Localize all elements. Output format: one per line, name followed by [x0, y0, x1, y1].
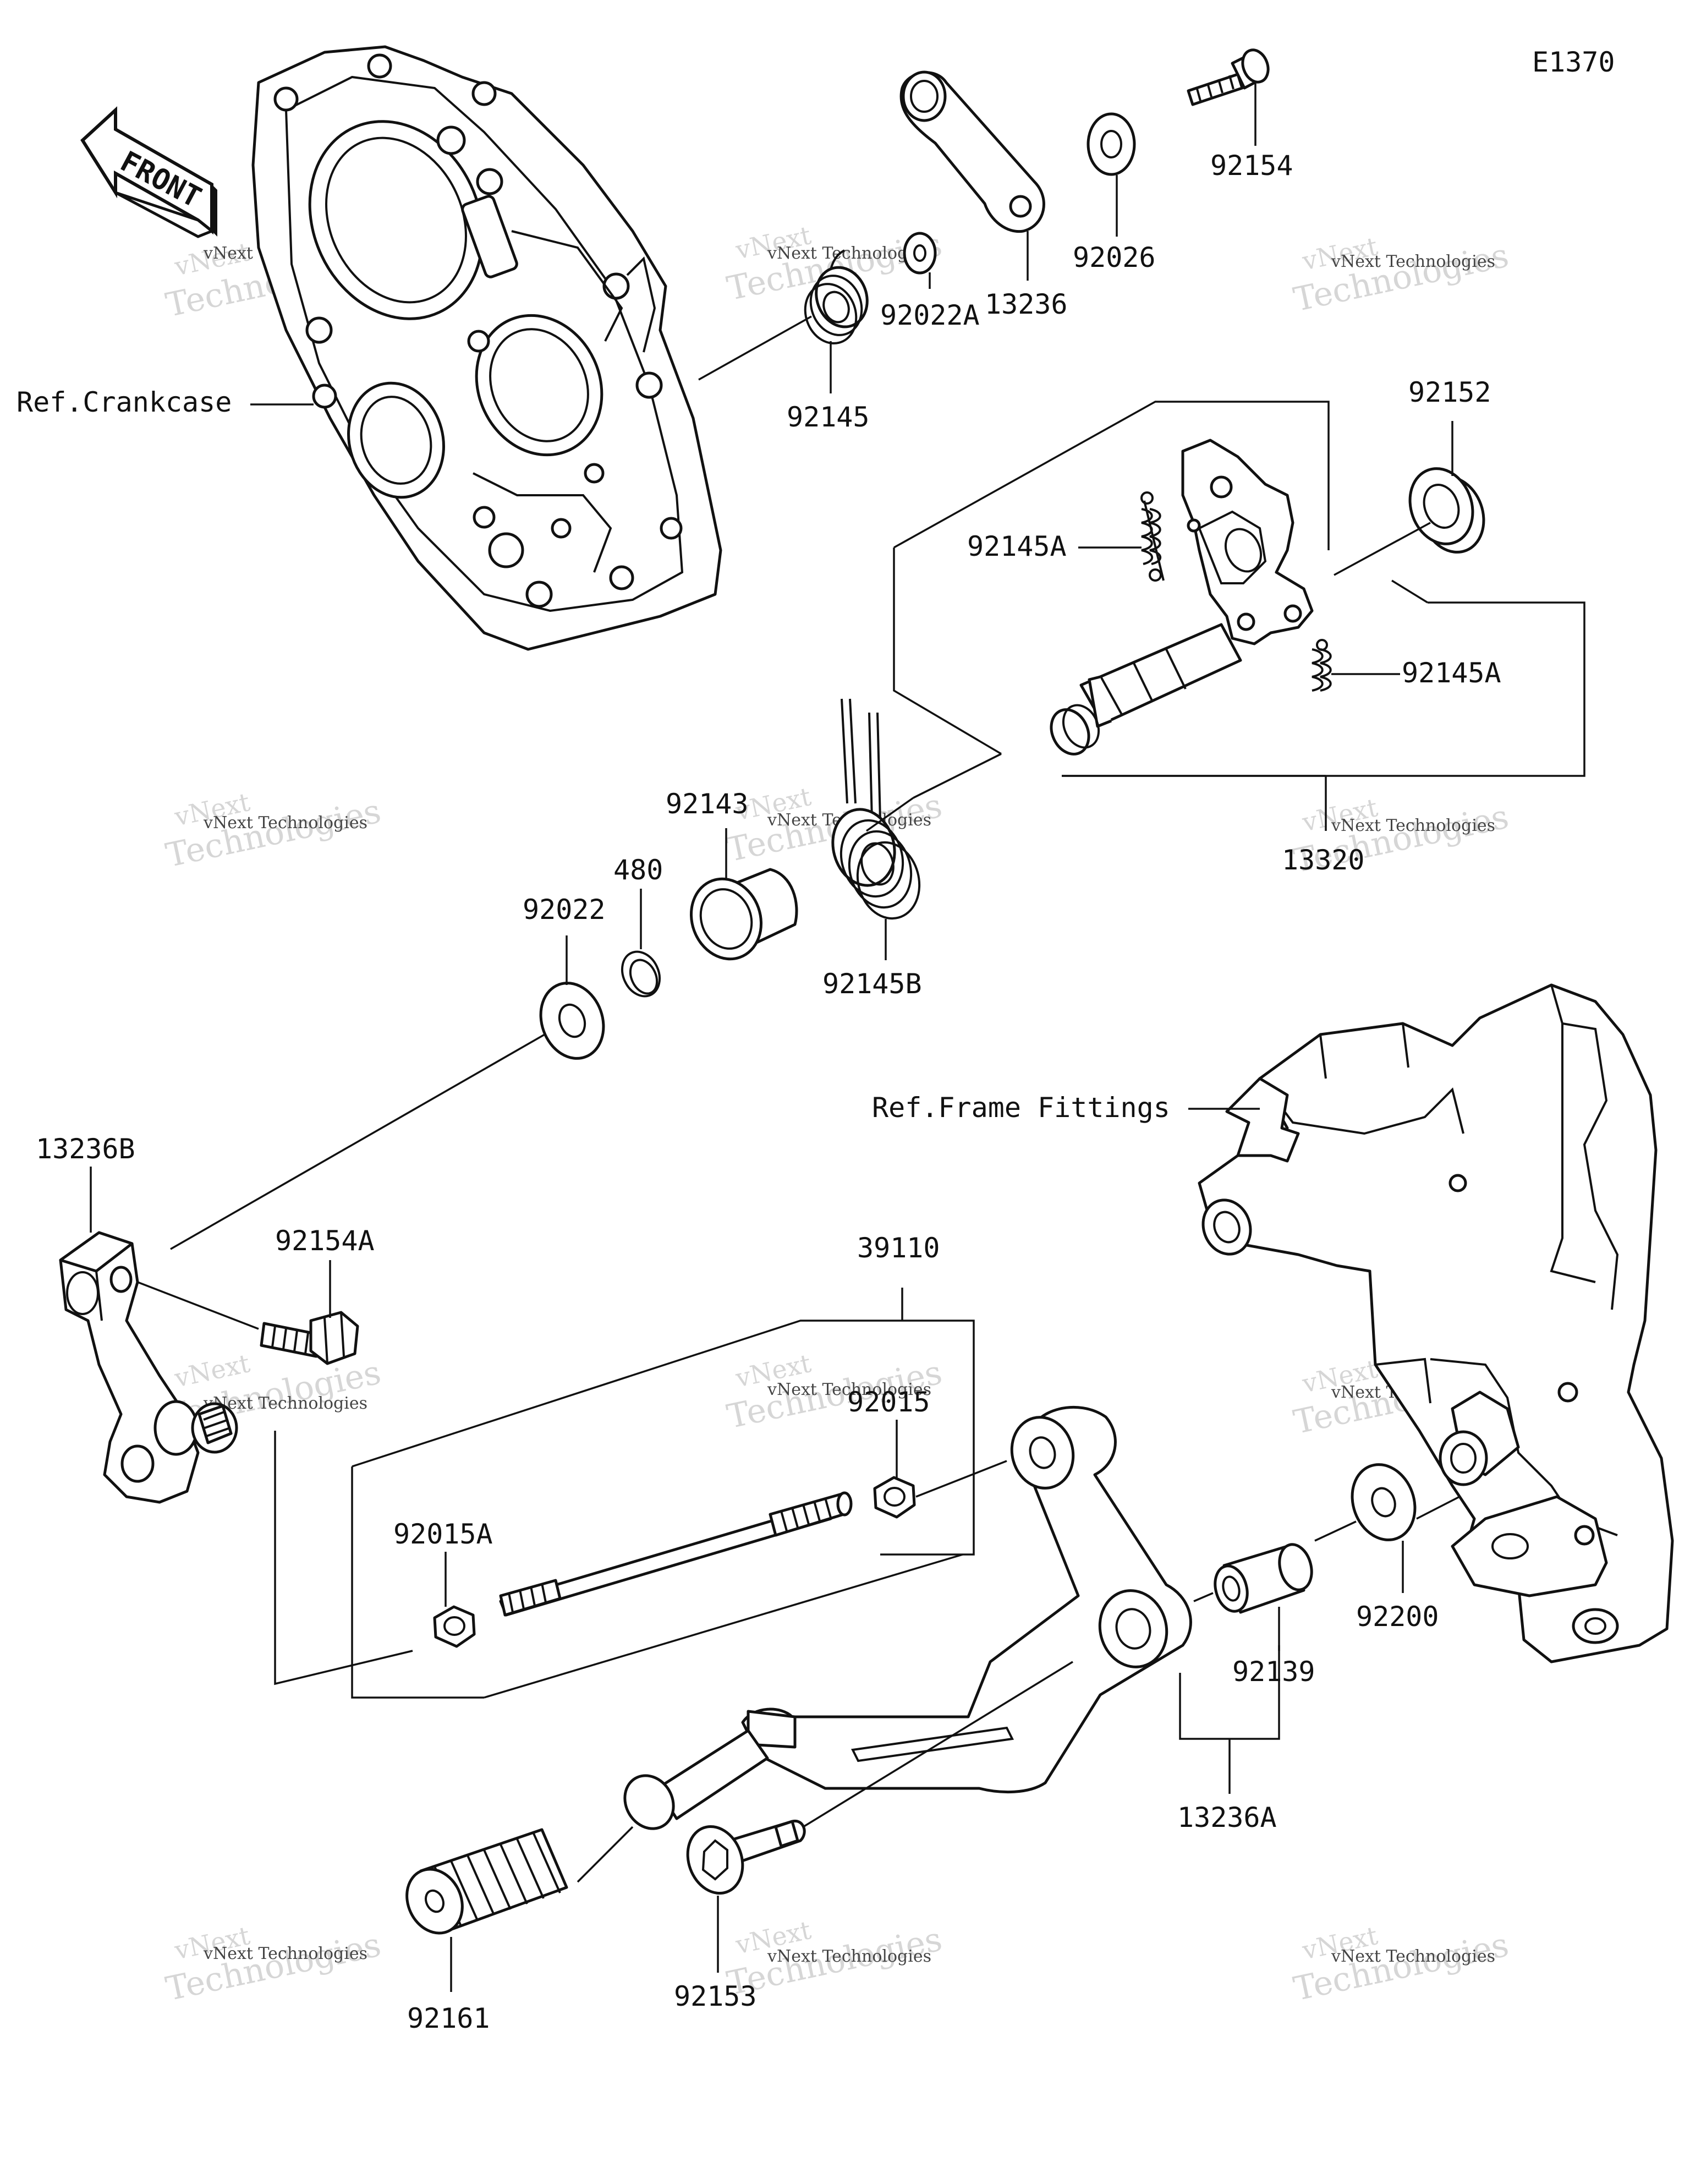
shift-pedal-13236A: [741, 1405, 1192, 1794]
lever-13236B: [59, 1231, 200, 1504]
nut-92015: [873, 1476, 916, 1519]
part-number-13236B: 13236B: [36, 1133, 135, 1165]
part-number-92143: 92143: [666, 788, 749, 820]
part-number-480: 480: [613, 854, 663, 886]
part-number-92015: 92015: [847, 1386, 930, 1418]
crankcase: [251, 45, 722, 651]
part-number-92139: 92139: [1232, 1656, 1315, 1688]
front-arrow-icon: FRONT: [80, 106, 217, 238]
part-number-92161: 92161: [407, 2002, 490, 2034]
part-number-92145: 92145: [787, 401, 870, 433]
watermark-name: vNext Technologies: [767, 1947, 931, 1966]
tie-rod: [499, 1491, 853, 1617]
part-number-92152: 92152: [1408, 376, 1491, 408]
rubber-peg-92161: [405, 1828, 568, 1935]
part-number-92154: 92154: [1210, 150, 1293, 182]
ref-crankcase-label: Ref.Crankcase: [17, 386, 232, 418]
diagram-code: E1370: [1532, 46, 1615, 78]
nut-92015A: [433, 1605, 476, 1648]
part-number-39110: 39110: [857, 1232, 940, 1264]
part-number-92145A-lower: 92145A: [1402, 657, 1501, 689]
collar-92139: [1214, 1543, 1313, 1614]
collar-92143: [689, 868, 798, 961]
spring-92145: [804, 249, 869, 344]
watermark-name: vNext Technologies: [203, 1944, 367, 1963]
washer-92200: [1351, 1463, 1417, 1541]
shift-shaft-13320: [1050, 439, 1314, 756]
part-number-92154A: 92154A: [275, 1225, 375, 1257]
part-number-13236: 13236: [985, 288, 1068, 320]
part-number-92022A: 92022A: [880, 299, 980, 331]
part-number-13320: 13320: [1282, 844, 1365, 876]
part-number-92153: 92153: [674, 1980, 757, 2012]
bolt-92153: [686, 1819, 806, 1895]
spring-92145A-lower: [1312, 639, 1332, 692]
part-number-92022: 92022: [523, 894, 606, 926]
bolt-92154: [1187, 48, 1270, 106]
part-number-92026: 92026: [1073, 242, 1156, 273]
watermark-name: vNext Technologies: [1331, 252, 1495, 271]
part-number-92015A: 92015A: [393, 1518, 493, 1550]
part-number-13236A: 13236A: [1177, 1802, 1277, 1833]
spring-92145B: [831, 698, 921, 920]
watermark-name: vNext Technologies: [1331, 1947, 1495, 1966]
ref-frame-fittings-label: Ref.Frame Fittings: [872, 1092, 1170, 1124]
collar-92152: [1408, 467, 1485, 554]
part-number-92145A-upper: 92145A: [967, 530, 1067, 562]
washer-92022A: [903, 232, 937, 275]
part-number-92145B: 92145B: [822, 968, 922, 1000]
watermark-name: vNext Technologies: [767, 1380, 931, 1399]
frame-fittings: [1198, 983, 1674, 1663]
peg-rod: [623, 1729, 769, 1830]
watermark-name: vNext Technologies: [1331, 816, 1495, 835]
washer-92026: [1087, 112, 1136, 176]
washer-92022: [539, 982, 605, 1060]
circlip-480: [621, 950, 661, 998]
lever-13236: [899, 70, 1045, 233]
bolt-92154A: [260, 1311, 359, 1365]
ball-joint: [191, 1402, 238, 1454]
spring-92145A-upper: [1140, 491, 1165, 582]
watermark-name: vNext Technologies: [203, 813, 367, 833]
part-number-92200: 92200: [1356, 1601, 1439, 1633]
